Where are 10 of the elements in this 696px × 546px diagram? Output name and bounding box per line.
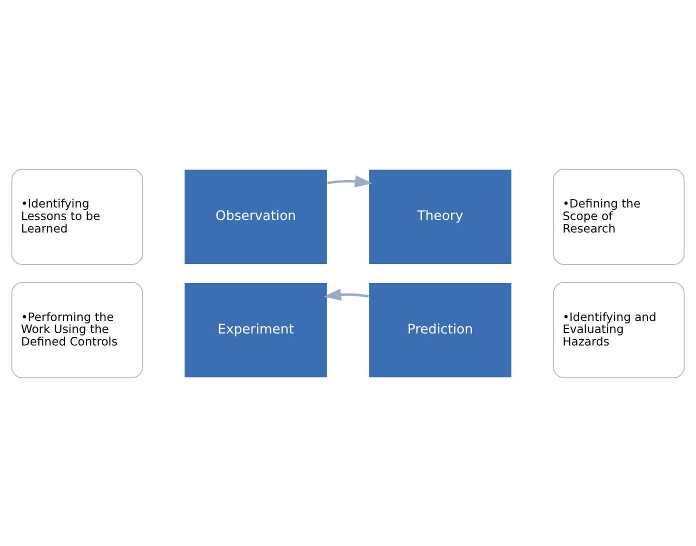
node-box: •Identifying Lessons to be Learned (11, 168, 143, 264)
arrow (324, 288, 369, 300)
node-box: •Performing the Work Using the Defined Controls (11, 282, 143, 378)
node-box: Prediction (368, 282, 512, 378)
node-box: •Defining the Scope of Research (553, 168, 685, 264)
node-box: Observation (184, 168, 328, 264)
arrow (327, 174, 372, 187)
node-box: Theory (368, 168, 512, 264)
node-box: •Identifying and Evaluating Hazards (553, 282, 685, 378)
node-box: Experiment (184, 282, 328, 378)
